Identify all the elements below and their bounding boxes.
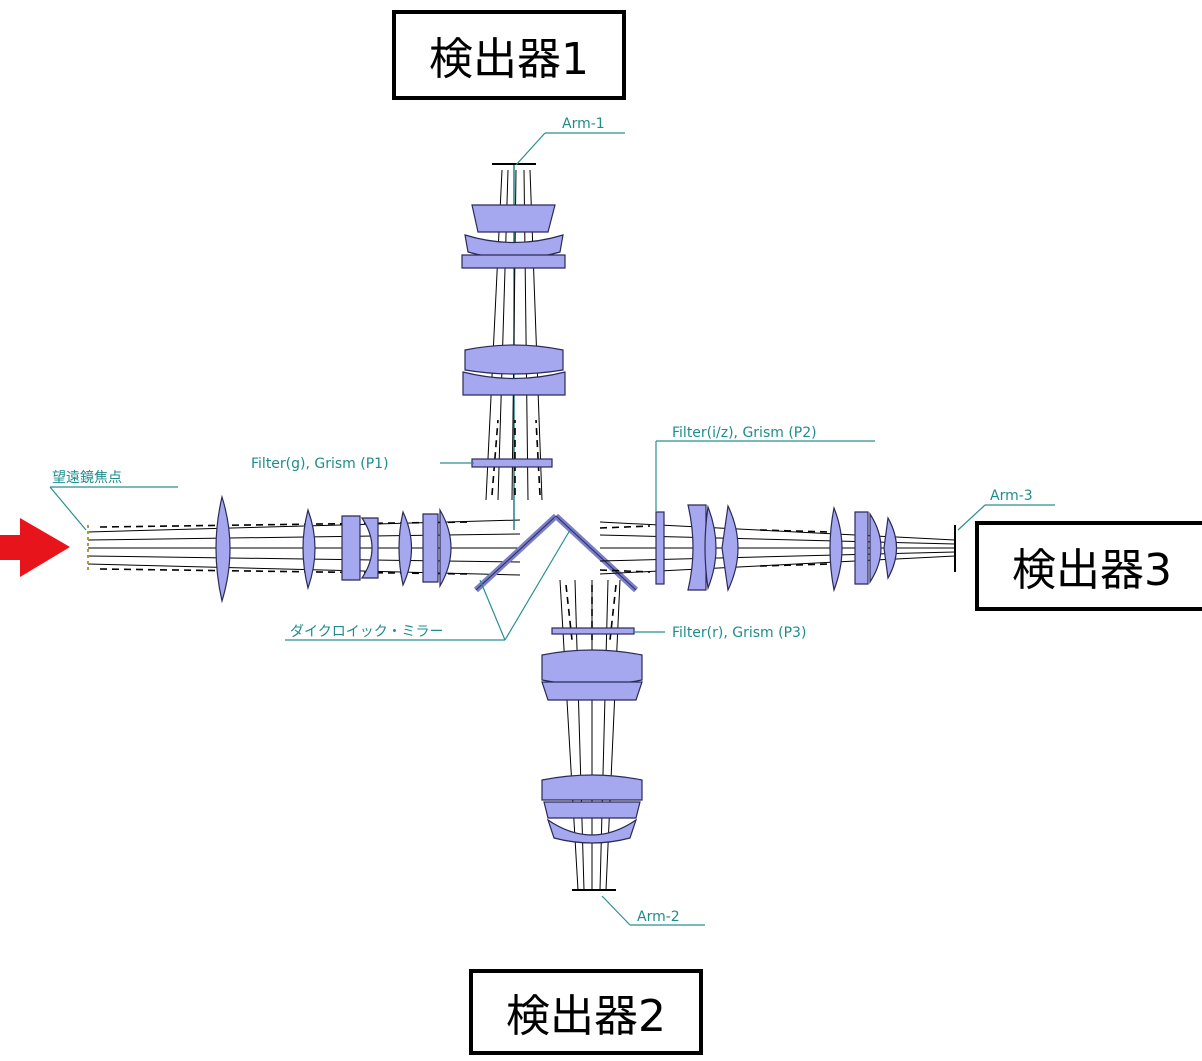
arm3-label: Arm-3 — [990, 488, 1033, 504]
filter-p2-label: Filter(i/z), Grism (P2) — [672, 425, 817, 441]
lens-group-input — [215, 494, 452, 604]
dichroic-label: ダイクロイック・ミラー — [290, 624, 443, 640]
detector-3-box: 検出器3 — [975, 521, 1202, 611]
red-arrow-icon — [0, 518, 70, 577]
leader-lines — [49, 132, 1055, 926]
dichroic-mirrors — [473, 513, 639, 593]
filter-p1-label: Filter(g), Grism (P1) — [251, 456, 389, 472]
arm2-path — [541, 579, 643, 891]
arm2-label: Arm-2 — [637, 909, 680, 925]
detector-2-box: 検出器2 — [469, 969, 703, 1055]
arm1-label: Arm-1 — [562, 116, 605, 132]
arm3-path — [599, 503, 956, 593]
focus-label: 望遠鏡焦点 — [52, 470, 122, 486]
filter-p3-label: Filter(r), Grism (P3) — [672, 625, 806, 641]
arm1-path — [461, 163, 566, 530]
detector-1-box: 検出器1 — [392, 10, 626, 100]
